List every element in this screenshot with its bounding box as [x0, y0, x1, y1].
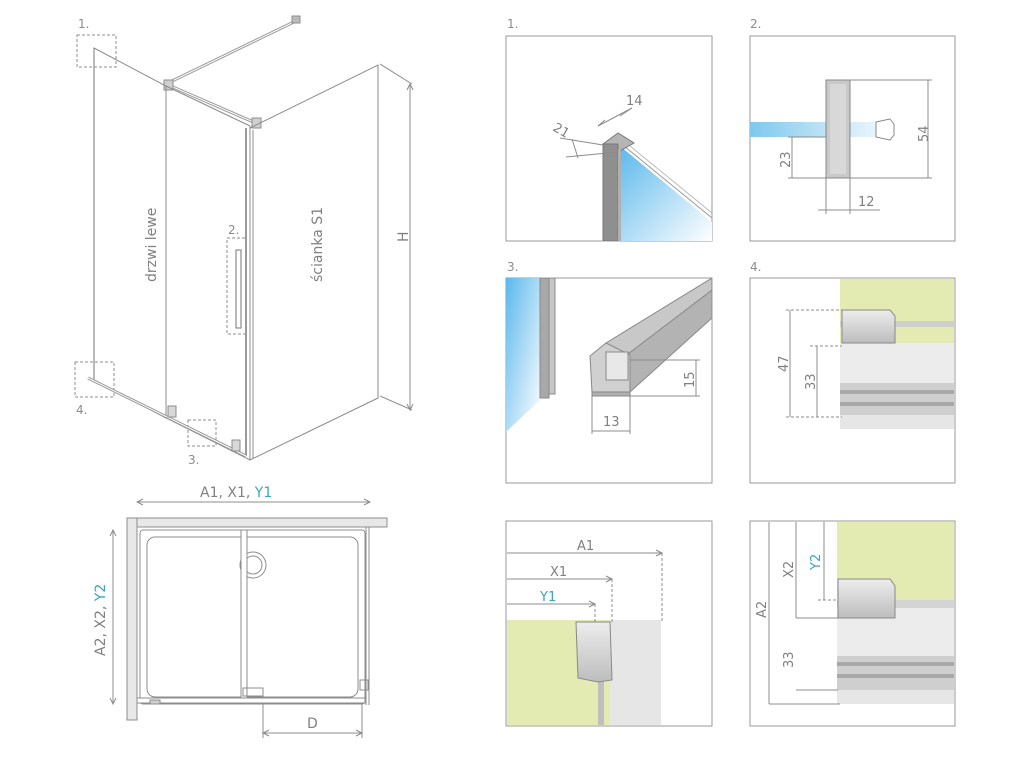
height-label: H [396, 231, 412, 242]
detail6-dim-c: Y2 [809, 554, 824, 571]
plan-width-label: A1, X1, Y1 [200, 485, 272, 501]
detail2-dim-b: 23 [779, 151, 794, 168]
detail6-dim-a: A2 [755, 601, 770, 618]
plan-depth-label: A2, X2, Y2 [93, 584, 109, 656]
shower-tray [139, 529, 366, 705]
wall-label: ścianka S1 [310, 207, 326, 282]
plan-view [109, 498, 388, 738]
detail2-dim-c: 12 [858, 195, 875, 210]
detail1-dim-b: 14 [626, 94, 643, 109]
detail3-dim-a: 15 [683, 371, 698, 388]
plan-d-label: D [307, 716, 318, 732]
detail3-dim-b: 13 [603, 415, 620, 430]
detail5-dim-a: A1 [577, 539, 594, 554]
detail2-dim-a: 54 [917, 125, 932, 142]
detail-2 [749, 35, 956, 242]
detail-5 [505, 520, 713, 727]
detail4-title: 4. [750, 260, 761, 274]
fixed-wall-panel [249, 64, 379, 461]
callout-box-1 [76, 34, 117, 68]
plan-door-glass [136, 697, 366, 704]
detail4-dim-b: 33 [804, 373, 819, 390]
callout-label-2: 2. [228, 223, 239, 237]
callout-label-3: 3. [188, 453, 199, 467]
handle [235, 249, 242, 329]
detail-4 [749, 277, 956, 484]
detail5-dim-b: X1 [550, 565, 567, 580]
detail4-dim-a: 47 [777, 355, 792, 372]
plan-wall-left [126, 517, 138, 721]
door-label: drzwi lewe [144, 208, 160, 282]
main-isometric-view [74, 15, 414, 461]
detail5-dim-c: Y1 [539, 590, 556, 605]
detail1-title: 1. [507, 17, 518, 31]
detail-3 [505, 277, 713, 484]
detail2-title: 2. [750, 17, 761, 31]
detail6-dim-d: 33 [782, 651, 797, 668]
drain [239, 551, 267, 579]
callout-box-4 [74, 361, 115, 398]
callout-label-1: 1. [78, 17, 89, 31]
detail-6 [749, 520, 956, 727]
callout-box-3 [187, 419, 217, 447]
plan-fixed-glass [240, 529, 248, 699]
detail-1 [505, 35, 713, 242]
plan-wall-top [126, 517, 388, 528]
callout-label-4: 4. [76, 403, 87, 417]
detail6-dim-b: X2 [782, 561, 797, 578]
detail3-title: 3. [507, 260, 518, 274]
detail1-dim-a: 21 [550, 120, 572, 141]
